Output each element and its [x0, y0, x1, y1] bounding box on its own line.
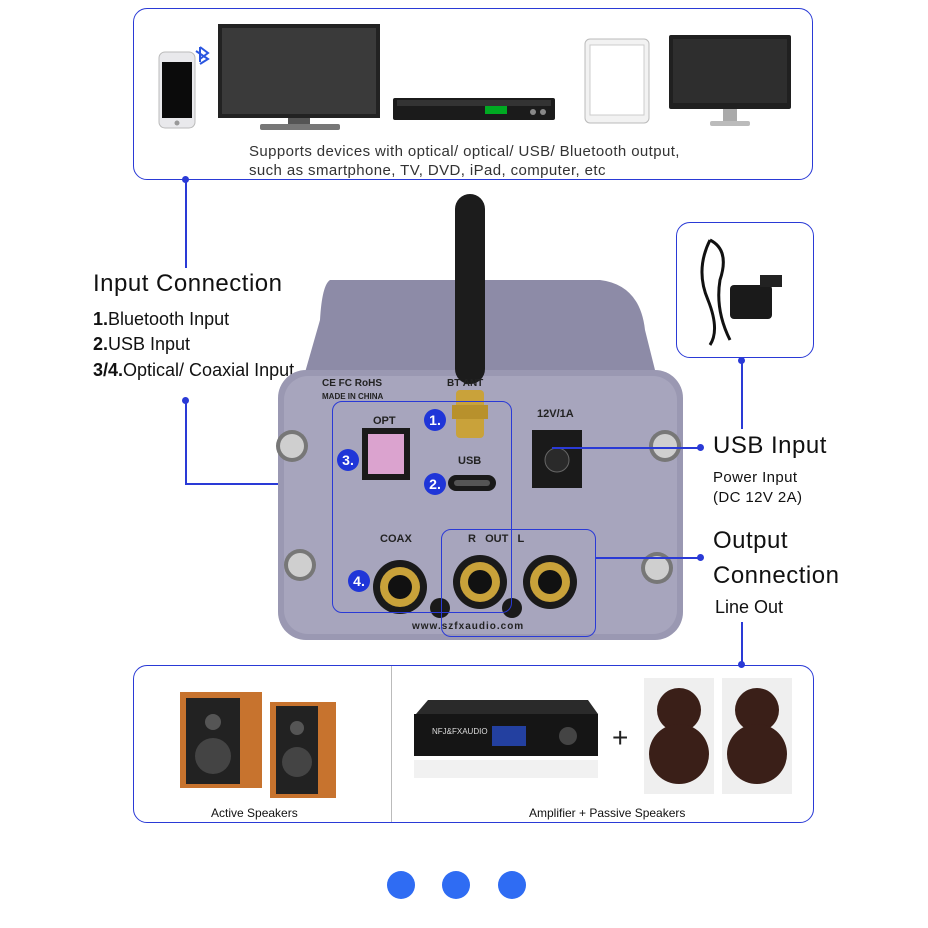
active-speakers-image — [180, 692, 336, 798]
usb-input-title: USB Input — [713, 432, 827, 459]
output-devices-panel — [133, 665, 814, 823]
power-label: 12V/1A — [537, 408, 574, 420]
devices-description-line1: Supports devices with optical/ optical/ … — [249, 143, 680, 160]
amp-brand-label: NFJ&FXAUDIO — [432, 727, 488, 736]
dvd-player-image — [393, 98, 555, 120]
power-adapter-panel — [676, 222, 814, 358]
connector-dot — [738, 661, 745, 668]
active-speakers-caption: Active Speakers — [211, 806, 298, 820]
pager-dot-2[interactable] — [442, 871, 470, 899]
connector-line — [185, 401, 187, 484]
bluetooth-icon — [195, 46, 210, 65]
connector-dot — [697, 554, 704, 561]
dac-device-image — [276, 194, 683, 640]
bt-ant-label: BT ANT — [447, 378, 484, 389]
power-adapter-image — [700, 238, 782, 346]
input-highlight — [332, 401, 512, 613]
input-item-3: 3/4.Optical/ Coaxial Input — [93, 360, 295, 380]
cert-label: CE FC RoHS — [322, 378, 382, 389]
smartphone-image — [158, 46, 210, 129]
connector-line — [185, 180, 187, 268]
passive-speakers-image — [644, 678, 792, 794]
opt-label: OPT — [373, 415, 396, 427]
devices-description-line2: such as smartphone, TV, DVD, iPad, compu… — [249, 162, 606, 179]
connector-dot — [182, 176, 189, 183]
computer-monitor-image — [669, 35, 791, 126]
badge-coaxial: 4. — [348, 570, 370, 592]
input-item-1: 1.Bluetooth Input — [93, 309, 230, 329]
connector-line — [741, 622, 743, 664]
connector-line — [552, 447, 700, 449]
made-in-label: MADE IN CHINA — [322, 392, 384, 401]
connector-line — [596, 557, 699, 559]
line-out-label: Line Out — [715, 597, 784, 617]
tv-image — [218, 24, 380, 130]
connector-line — [741, 361, 743, 429]
output-highlight — [441, 529, 596, 637]
power-input-line1: Power Input — [713, 469, 798, 486]
devices-panel — [133, 8, 813, 180]
output-connection-title-line1: Output — [713, 527, 789, 554]
amplifier-image — [414, 700, 598, 778]
ipad-image — [584, 38, 650, 124]
out-label: R OUT L — [468, 533, 525, 545]
input-connection-title: Input Connection — [93, 270, 283, 297]
badge-bluetooth: 1. — [424, 409, 446, 431]
website-label: www.szfxaudio.com — [412, 621, 525, 632]
output-connection-title-line2: Connection — [713, 562, 840, 589]
connector-line — [185, 483, 332, 485]
coax-label: COAX — [380, 533, 412, 545]
panel-divider — [391, 666, 392, 822]
amplifier-passive-caption: Amplifier + Passive Speakers — [529, 806, 686, 820]
pager-dot-1[interactable] — [387, 871, 415, 899]
power-input-line2: (DC 12V 2A) — [713, 489, 803, 506]
pager-dot-3[interactable] — [498, 871, 526, 899]
badge-optical: 3. — [337, 449, 359, 471]
connector-dot — [738, 357, 745, 364]
usb-label: USB — [458, 455, 482, 467]
connector-dot — [697, 444, 704, 451]
badge-usb: 2. — [424, 473, 446, 495]
input-item-2: 2.USB Input — [93, 334, 191, 354]
plus-sign: + — [612, 722, 629, 753]
connector-dot — [182, 397, 189, 404]
